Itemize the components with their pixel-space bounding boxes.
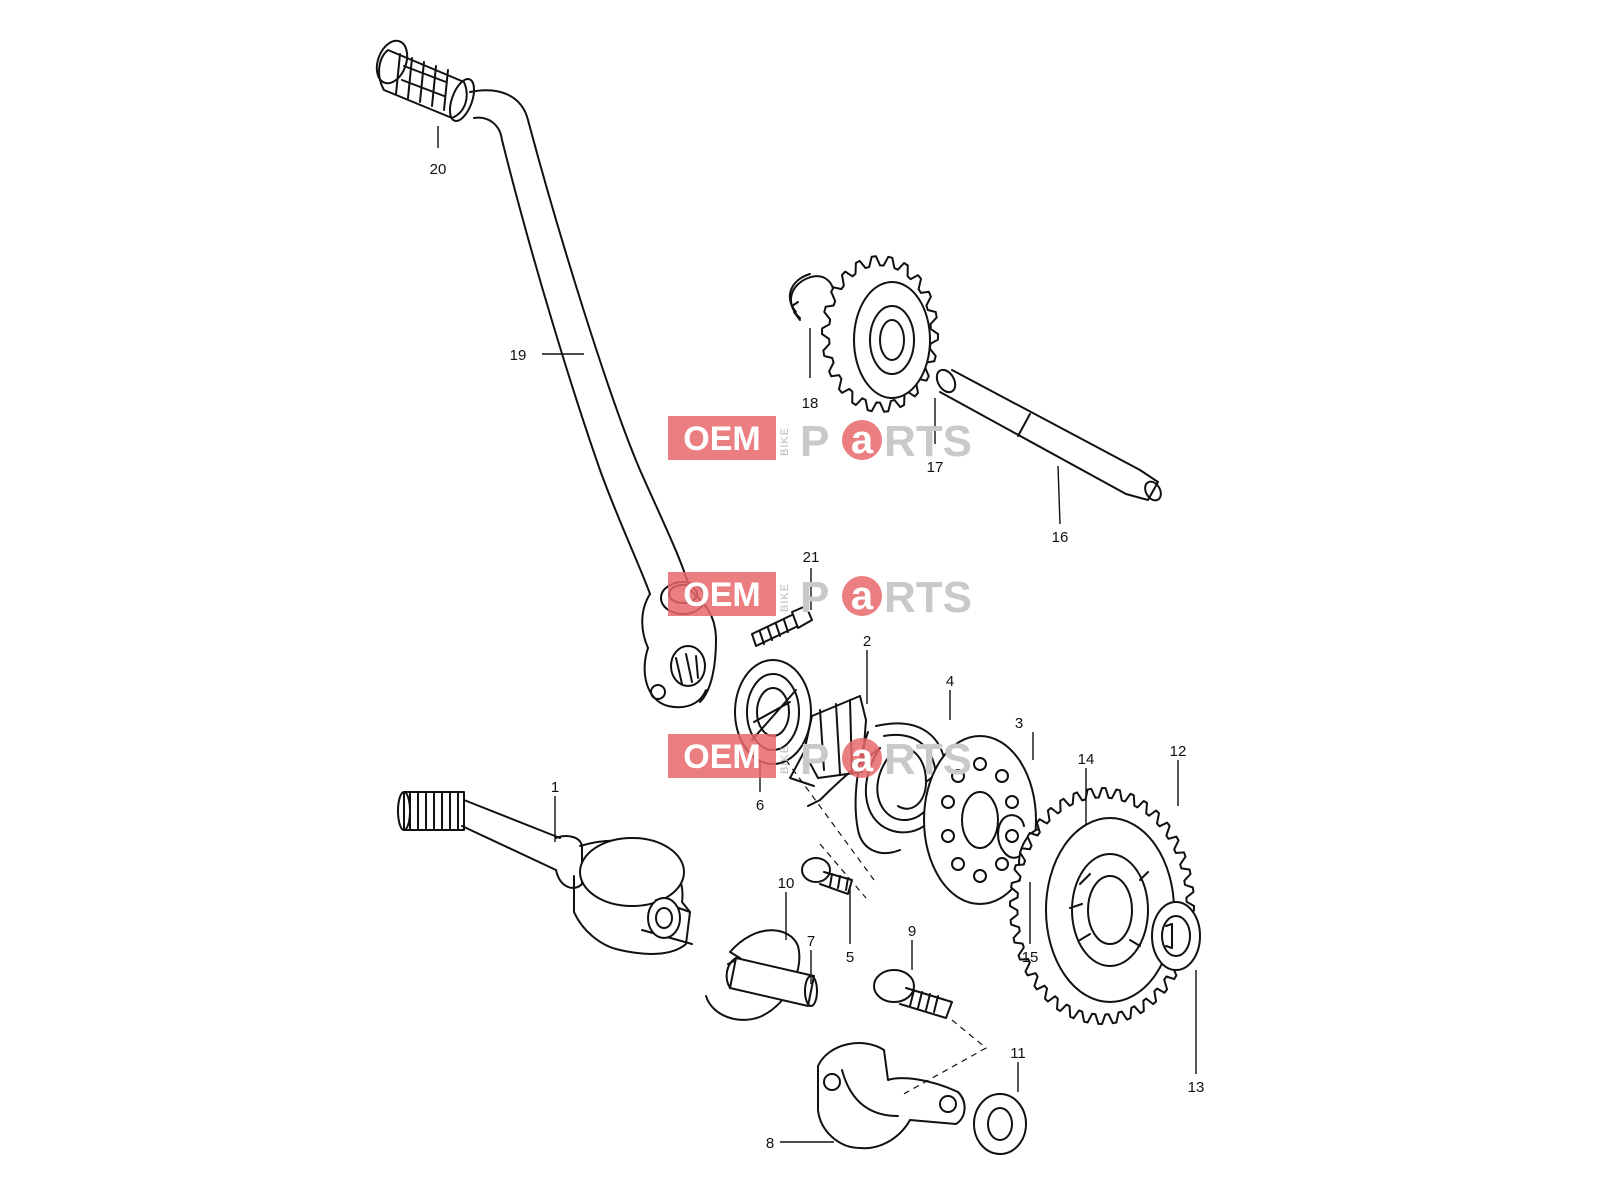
watermark-parts-rest: RTS: [884, 573, 972, 622]
watermark-bike-text: BIKE: [779, 583, 791, 612]
callout-10: 10: [778, 875, 795, 892]
watermark-parts-a: a: [851, 418, 874, 462]
kick-starter-shaft: [397, 791, 693, 955]
clamp-bolt: [751, 605, 813, 647]
callout-20: 20: [430, 161, 447, 178]
watermark-parts-rest: RTS: [884, 735, 972, 784]
callout-1: 1: [551, 779, 559, 796]
callout-9: 9: [908, 923, 916, 940]
callout-8: 8: [766, 1135, 774, 1152]
callout-3: 3: [1015, 715, 1023, 732]
watermark-oem-box: [668, 572, 776, 616]
ratchet-plate: [923, 735, 1037, 905]
circlip-upper: [788, 273, 835, 321]
guide-bolt: [801, 857, 853, 895]
watermark-parts-rest: RTS: [884, 417, 972, 466]
watermark-a-circle: [842, 576, 882, 616]
callout-21: 21: [803, 549, 820, 566]
stopper-bolt: [873, 969, 953, 1019]
callout-5: 5: [846, 949, 854, 966]
pawl: [725, 957, 818, 1007]
watermark-oem-box: [668, 734, 776, 778]
watermark-parts-p: P: [800, 573, 829, 622]
watermark-2: OEM BIKE P a RTS: [668, 572, 972, 622]
washer-11: [973, 1093, 1027, 1155]
watermark-oem-text: OEM: [683, 420, 760, 458]
callout-13: 13: [1188, 1079, 1205, 1096]
callout-18: 18: [802, 395, 819, 412]
callout-12: 12: [1170, 743, 1187, 760]
callout-19: 19: [510, 347, 527, 364]
watermark-1: OEM BIKE P a RTS: [668, 416, 972, 466]
watermark-parts-p: P: [800, 417, 829, 466]
kick-idle-gear: [1009, 787, 1195, 1025]
callout-6: 6: [756, 797, 764, 814]
leader-lines: [437, 126, 1197, 1143]
callout-16: 16: [1052, 529, 1069, 546]
watermark-parts-a: a: [851, 736, 874, 780]
callout-2: 2: [863, 633, 871, 650]
watermark-3: OEM BIKE P a RTS: [668, 734, 972, 784]
assembly-lines: [785, 759, 988, 1097]
watermark-bike-text: BIKE: [779, 427, 791, 456]
kick-lever-arm: [469, 89, 717, 709]
watermark-a-circle: [842, 738, 882, 778]
kick-lever-grip: [375, 39, 476, 122]
watermark-oem-text: OEM: [683, 576, 760, 614]
callout-17: 17: [927, 459, 944, 476]
callout-14: 14: [1078, 751, 1095, 768]
callout-11: 11: [1010, 1045, 1026, 1062]
watermark-oem-text: OEM: [683, 738, 760, 776]
idler-shaft: [935, 368, 1162, 502]
watermark-parts-p: P: [800, 735, 829, 784]
callouts: 20 19 18 17 16 21 2 4 3 14 12 1 6 15 13 …: [430, 161, 1205, 1152]
callout-15: 15: [1022, 949, 1039, 966]
callout-7: 7: [807, 933, 815, 950]
washer-13: [1151, 901, 1201, 971]
callout-4: 4: [946, 673, 954, 690]
watermark-parts-a: a: [851, 574, 874, 618]
kick-gear: [821, 255, 939, 413]
watermark-bike-text: BIKE: [779, 745, 791, 774]
stopper-plate: [817, 1042, 966, 1150]
watermark-oem-box: [668, 416, 776, 460]
watermark-a-circle: [842, 420, 882, 460]
